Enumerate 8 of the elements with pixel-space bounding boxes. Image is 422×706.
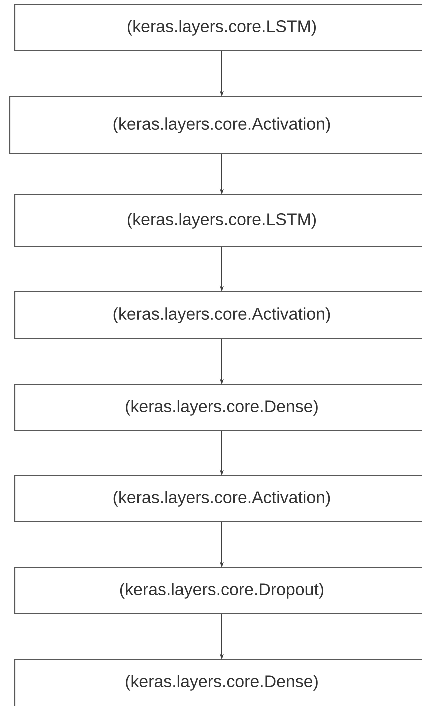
layer-box: (keras.layers.core.LSTM) bbox=[14, 194, 422, 248]
layer-box: (keras.layers.core.LSTM) bbox=[14, 4, 422, 52]
layer-box: (keras.layers.core.Dense) bbox=[14, 384, 422, 432]
layer-box: (keras.layers.core.Activation) bbox=[14, 291, 422, 340]
layer-box: (keras.layers.core.Dense) bbox=[14, 659, 422, 706]
layer-box: (keras.layers.core.Activation) bbox=[9, 96, 422, 155]
layer-box: (keras.layers.core.Dropout) bbox=[14, 567, 422, 615]
layer-box: (keras.layers.core.Activation) bbox=[14, 475, 422, 523]
